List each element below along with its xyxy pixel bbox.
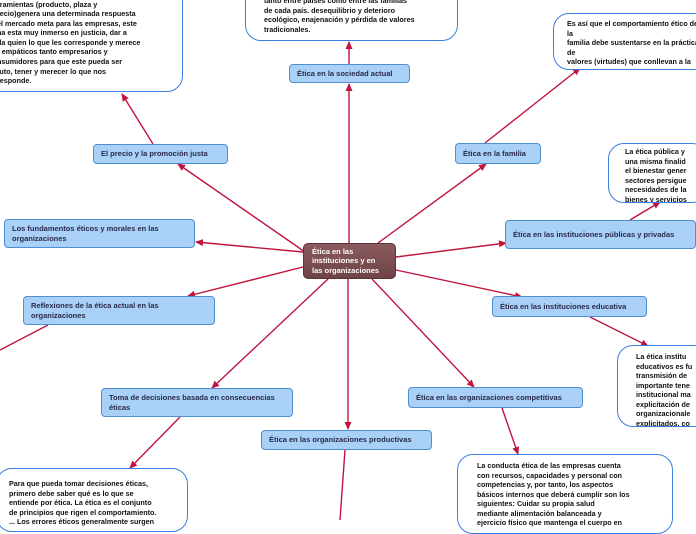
edge-center-publicas [395,240,507,258]
topic-label-competitivas: Ética en las organizaciones competitivas [416,392,562,402]
note-educativa[interactable]: La ética institu educativos es fu transm… [617,345,696,427]
central-topic-line-2: instituciones y en [312,256,376,266]
edge-competitivas-note [501,407,520,455]
topic-node-reflexiones[interactable]: Reflexiones de la ética actual en las or… [23,296,215,325]
edge-decisiones-note [129,416,181,469]
edge-center-familia [377,163,487,244]
note-precio[interactable]: e combinada con las otras tres rramienta… [0,0,183,92]
topic-node-competitivas[interactable]: Ética en las organizaciones competitivas [408,387,583,408]
edge-publicas-note [629,201,661,221]
edge-precio-note [121,93,154,145]
topic-label-productivas: Ética en las organizaciones productivas [269,435,412,445]
topic-label-sociedad: Ética en la sociedad actual [297,68,393,78]
central-topic-line-3: las organizaciones [312,265,380,275]
topic-label-decisiones: Toma de decisiones basada en consecuenci… [109,393,275,412]
topic-node-decisiones[interactable]: Toma de decisiones basada en consecuenci… [101,388,293,417]
edge-center-educativa [395,269,523,299]
note-sociedad[interactable]: tanto entre países como entre las famili… [245,0,458,41]
edge-reflexiones-out [0,324,49,351]
edge-center-decisiones [211,278,329,389]
topic-label-educativa: Ética en las instituciones educativa [500,301,627,311]
note-familia[interactable]: Es así que el comportamiento ético de la… [553,13,696,70]
topic-label-fundamentos: Los fundamentos éticos y morales en las … [12,224,159,243]
edge-educativa-note [589,316,649,347]
edge-productivas-down [339,449,346,520]
topic-node-familia[interactable]: Ética en la familia [455,143,541,164]
edge-center-fundamentos [195,239,304,253]
note-decisiones[interactable]: Para que pueda tomar decisiones éticas, … [0,468,188,532]
note-publicas[interactable]: La ética pública y una misma finalid el … [608,143,696,203]
connector-lines [0,41,661,520]
topic-label-reflexiones: Reflexiones de la ética actual en las or… [31,301,159,320]
note-competitivas[interactable]: La conducta ética de las empresas cuenta… [457,454,673,534]
edge-center-competitivas [371,278,475,388]
topic-label-familia: Ética en la familia [463,148,526,158]
edge-familia-note [484,67,581,144]
edge-center-reflexiones [187,266,304,298]
topic-node-precio[interactable]: El precio y la promoción justa [93,144,228,164]
topic-node-publicas[interactable]: Ética en las instituciones públicas y pr… [505,220,696,249]
central-topic-line-1: Ética en las [312,246,354,256]
topic-node-educativa[interactable]: Ética en las instituciones educativa [492,296,647,317]
topic-label-precio: El precio y la promoción justa [101,149,208,159]
edge-center-precio [177,163,306,253]
topic-node-sociedad[interactable]: Ética en la sociedad actual [289,64,410,83]
topic-node-fundamentos[interactable]: Los fundamentos éticos y morales en las … [4,219,195,248]
topic-label-publicas: Ética en las instituciones públicas y pr… [513,229,675,239]
topic-node-productivas[interactable]: Ética en las organizaciones productivas [261,430,432,450]
central-topic-node[interactable]: Ética en las instituciones y en las orga… [303,243,396,279]
